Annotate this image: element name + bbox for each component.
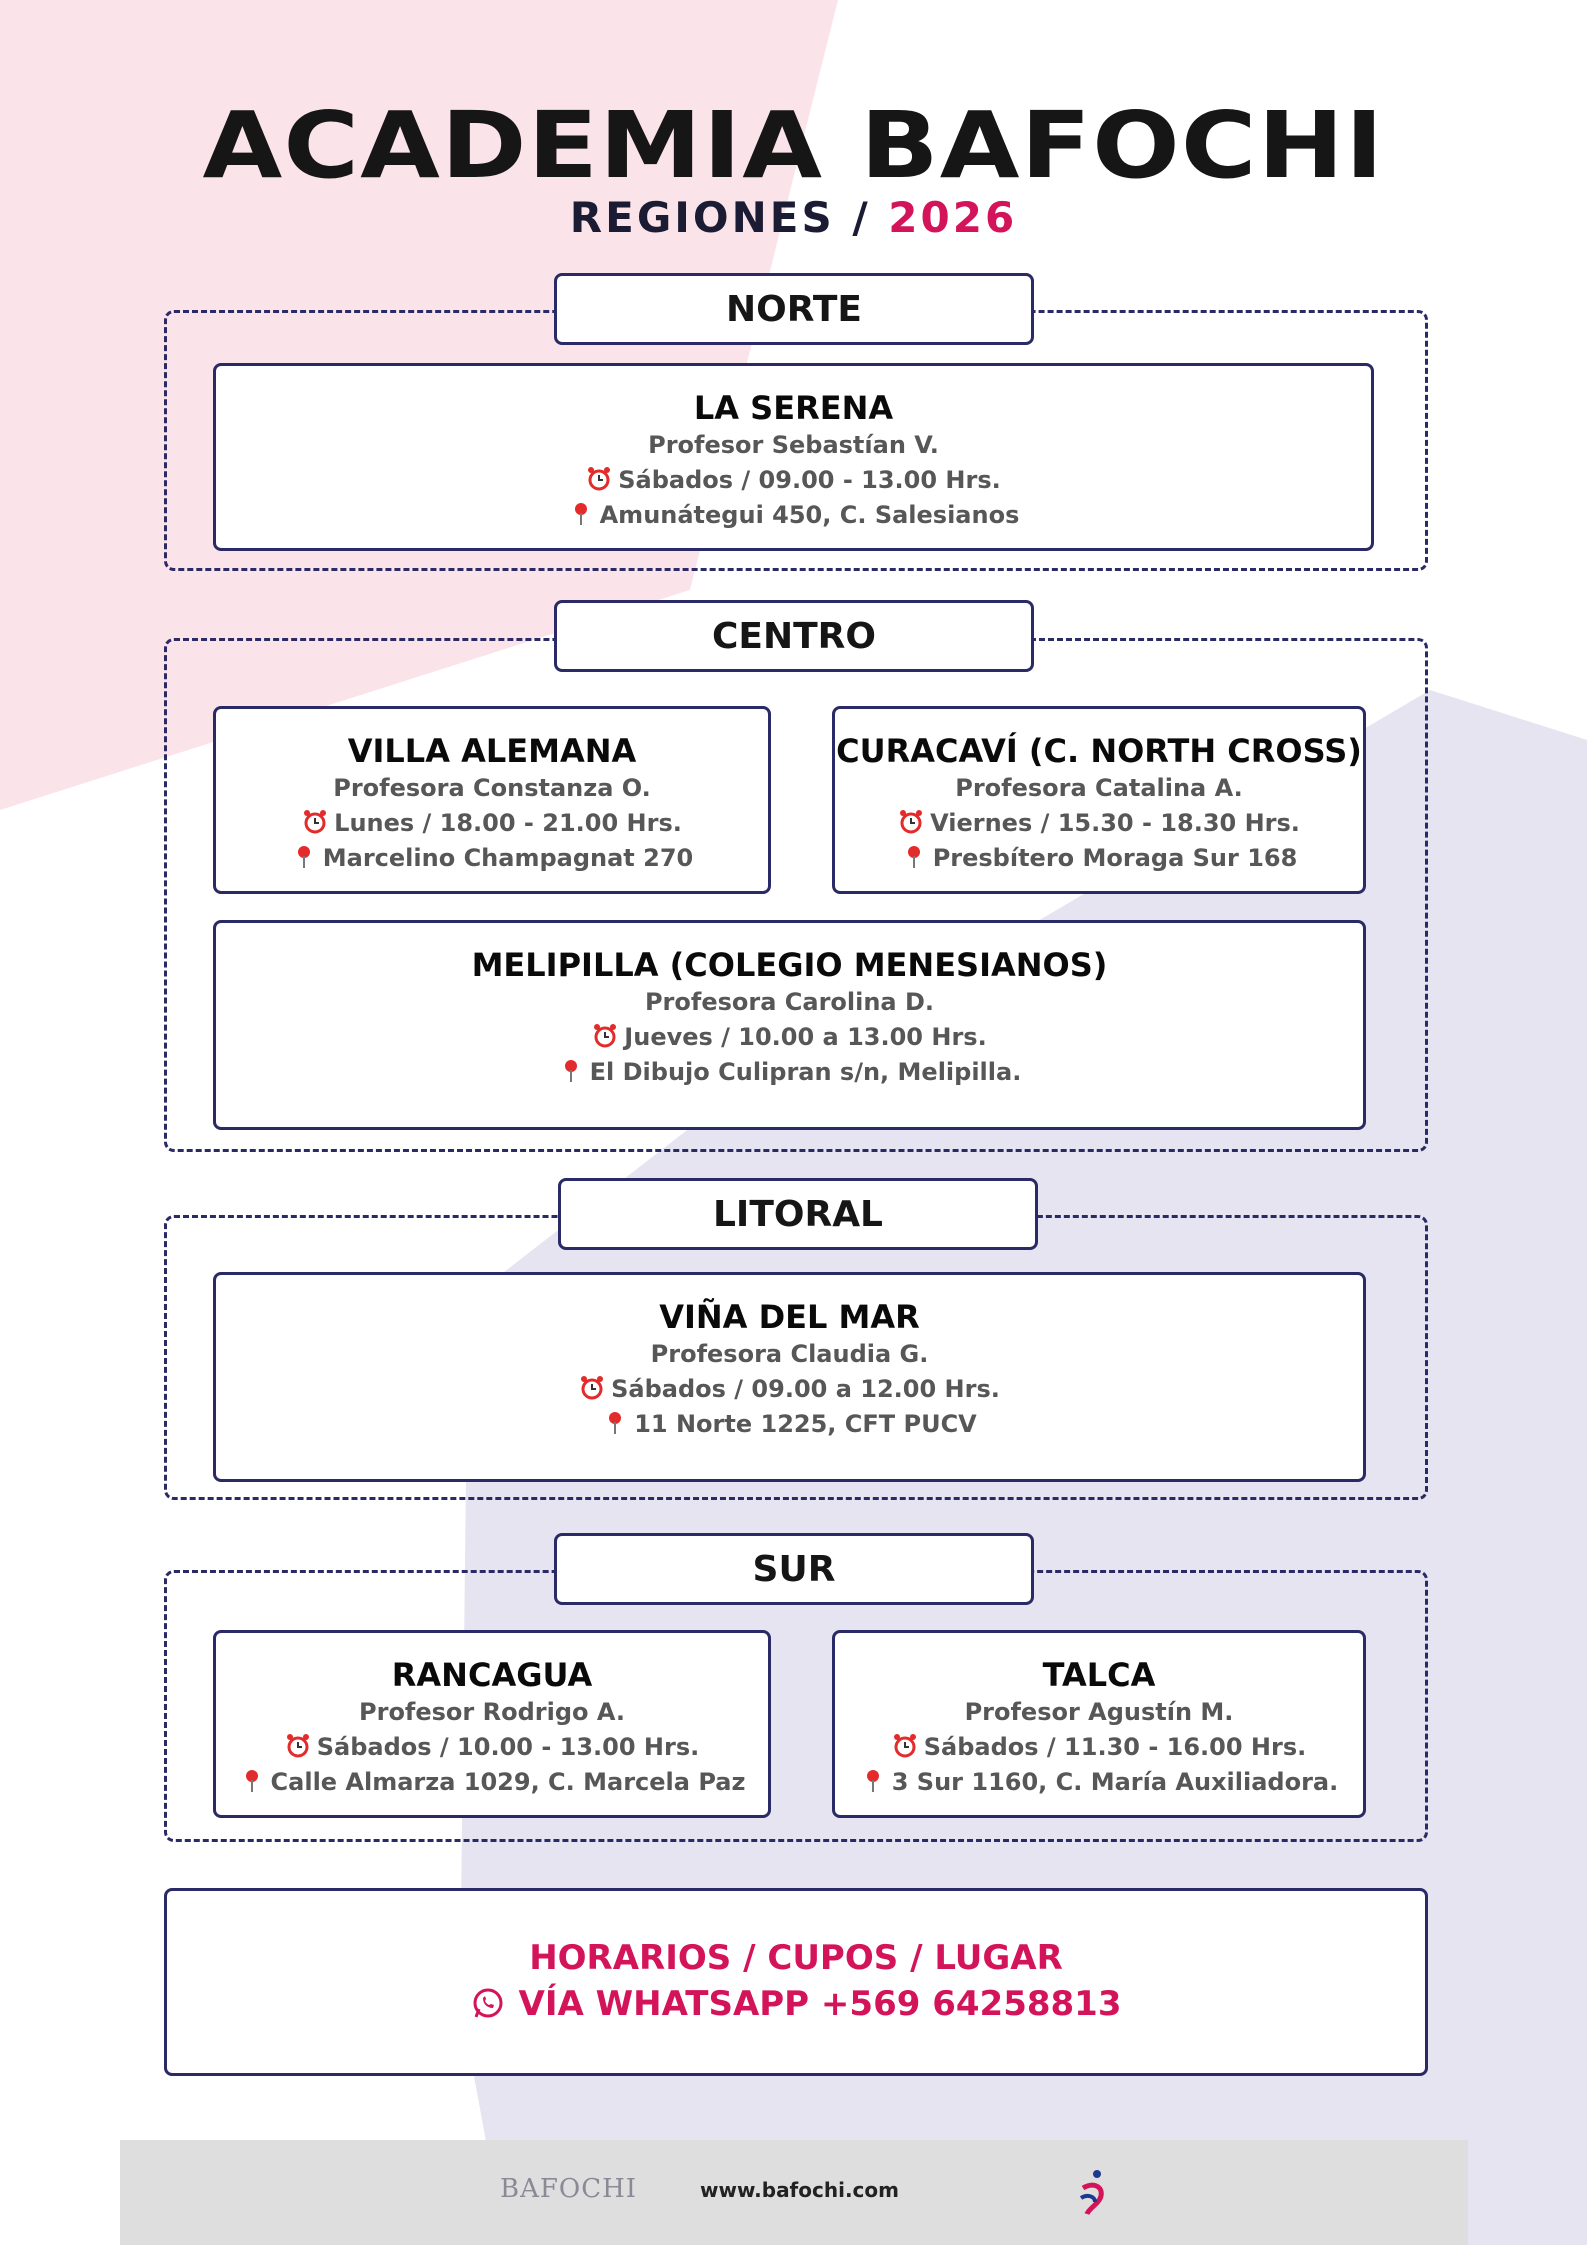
alarm-clock-icon xyxy=(304,810,327,834)
card-schedule: Sábados / 11.30 - 16.00 Hrs. xyxy=(923,1733,1307,1761)
card-curacavi: CURACAVÍ (C. NORTH CROSS) Profesora Cata… xyxy=(832,706,1366,894)
card-title: TALCA xyxy=(1042,1656,1156,1694)
whatsapp-contact[interactable]: VÍA WHATSAPP +569 64258813 xyxy=(167,1981,1425,2027)
alarm-clock-icon xyxy=(893,1734,916,1758)
card-teacher: Profesora Catalina A. xyxy=(955,774,1243,802)
location-pin-icon xyxy=(609,1412,622,1434)
card-schedule: Sábados / 09.00 a 12.00 Hrs. xyxy=(611,1375,1000,1403)
region-label-litoral: LITORAL xyxy=(558,1178,1038,1250)
card-address: Marcelino Champagnat 270 xyxy=(322,844,694,872)
alarm-clock-icon xyxy=(594,1024,617,1048)
card-address: 3 Sur 1160, C. María Auxiliadora. xyxy=(891,1768,1339,1796)
region-label-norte: NORTE xyxy=(554,273,1034,345)
bottom-band: BAFOCHI www.bafochi.com xyxy=(120,2140,1468,2245)
card-address: El Dibujo Culipran s/n, Melipilla. xyxy=(589,1058,1022,1086)
region-label-sur: SUR xyxy=(554,1533,1034,1605)
page-title: ACADEMIA BAFOCHI xyxy=(202,92,1385,199)
card-teacher: Profesora Claudia G. xyxy=(650,1340,929,1368)
card-title: LA SERENA xyxy=(693,389,894,427)
card-rancagua: RANCAGUA Profesor Rodrigo A. Sábados / 1… xyxy=(213,1630,771,1818)
card-address: Presbítero Moraga Sur 168 xyxy=(932,844,1298,872)
subtitle-prefix: REGIONES / xyxy=(569,193,871,242)
card-title: VIÑA DEL MAR xyxy=(659,1298,920,1336)
card-teacher: Profesora Carolina D. xyxy=(644,988,935,1016)
card-schedule: Viernes / 15.30 - 18.30 Hrs. xyxy=(930,809,1300,837)
card-address: Amunátegui 450, C. Salesianos xyxy=(599,501,1020,529)
card-teacher: Profesora Constanza O. xyxy=(333,774,651,802)
card-schedule: Lunes / 18.00 - 21.00 Hrs. xyxy=(334,809,682,837)
card-teacher: Profesor Agustín M. xyxy=(964,1698,1234,1726)
whatsapp-icon xyxy=(473,1988,503,2018)
card-teacher: Profesor Rodrigo A. xyxy=(359,1698,625,1726)
card-villa-alemana: VILLA ALEMANA Profesora Constanza O. Lun… xyxy=(213,706,771,894)
subtitle-year: 2026 xyxy=(888,193,1018,242)
location-pin-icon xyxy=(564,1060,577,1082)
location-pin-icon xyxy=(297,846,310,868)
location-pin-icon xyxy=(574,503,587,525)
card-melipilla: MELIPILLA (COLEGIO MENESIANOS) Profesora… xyxy=(213,920,1366,1130)
contact-box: HORARIOS / CUPOS / LUGAR VÍA WHATSAPP +5… xyxy=(164,1888,1428,2076)
card-title: RANCAGUA xyxy=(391,1656,593,1694)
card-talca: TALCA Profesor Agustín M. Sábados / 11.3… xyxy=(832,1630,1366,1818)
card-title: VILLA ALEMANA xyxy=(347,732,637,770)
website-link[interactable]: www.bafochi.com xyxy=(700,2178,899,2202)
card-title: CURACAVÍ (C. NORTH CROSS) xyxy=(836,732,1362,770)
card-la-serena: LA SERENA Profesor Sebastían V. Sábados … xyxy=(213,363,1374,551)
bafochi-logo: BAFOCHI xyxy=(500,2174,638,2204)
alarm-clock-icon xyxy=(900,810,923,834)
location-pin-icon xyxy=(907,846,920,868)
whatsapp-number: VÍA WHATSAPP +569 64258813 xyxy=(518,1984,1122,2024)
card-address: Calle Almarza 1029, C. Marcela Paz xyxy=(270,1768,746,1796)
region-label-centro: CENTRO xyxy=(554,600,1034,672)
dancer-emblem-icon xyxy=(1079,2170,1104,2216)
location-pin-icon xyxy=(245,1770,258,1792)
card-teacher: Profesor Sebastían V. xyxy=(648,431,939,459)
card-address: 11 Norte 1225, CFT PUCV xyxy=(634,1410,977,1438)
contact-line-1: HORARIOS / CUPOS / LUGAR xyxy=(529,1938,1063,1978)
card-schedule: Sábados / 09.00 - 13.00 Hrs. xyxy=(618,466,1001,494)
card-title: MELIPILLA (COLEGIO MENESIANOS) xyxy=(471,946,1108,984)
location-pin-icon xyxy=(866,1770,879,1792)
page-subtitle: REGIONES / 2026 xyxy=(0,193,1587,242)
card-schedule: Sábados / 10.00 - 13.00 Hrs. xyxy=(316,1733,700,1761)
card-schedule: Jueves / 10.00 a 13.00 Hrs. xyxy=(624,1023,987,1051)
card-vina-del-mar: VIÑA DEL MAR Profesora Claudia G. Sábado… xyxy=(213,1272,1366,1482)
alarm-clock-icon xyxy=(286,1734,309,1758)
alarm-clock-icon xyxy=(588,467,611,491)
alarm-clock-icon xyxy=(581,1376,604,1400)
